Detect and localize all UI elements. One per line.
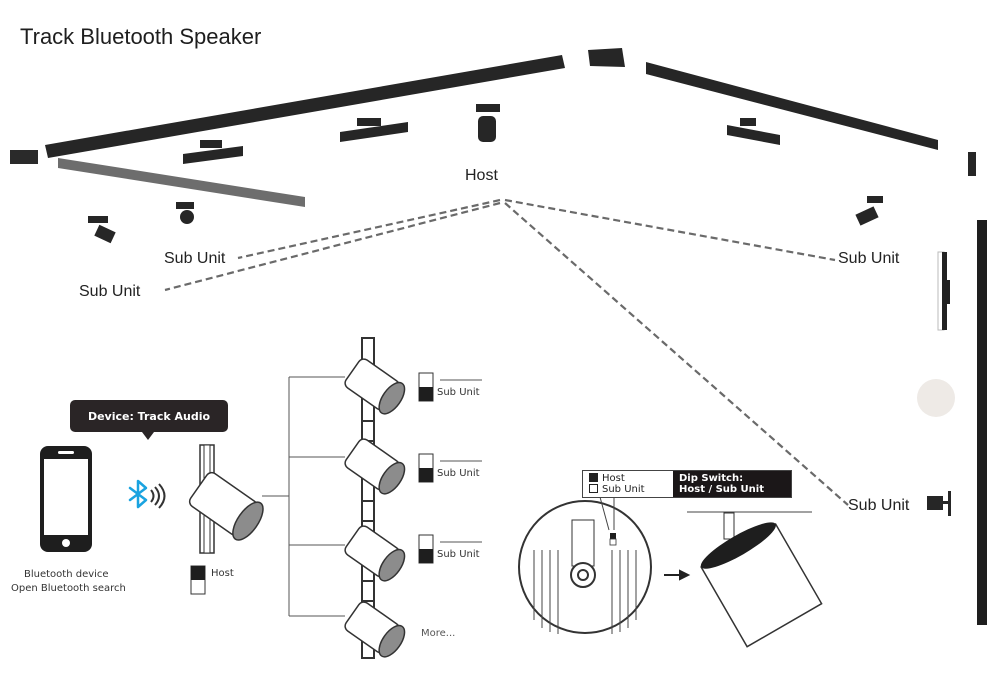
track-end-cap — [968, 152, 976, 176]
sub-unit-label: Sub Unit — [79, 283, 141, 300]
sub-unit-switch-label: Sub Unit — [437, 387, 480, 398]
track-rail-vertical — [977, 220, 987, 625]
switch-on-icon — [589, 473, 598, 482]
spotlight-mounted-icon — [687, 511, 823, 648]
phone-caption-line1: Bluetooth device — [24, 569, 109, 580]
dip-option-sub: Sub Unit — [602, 484, 645, 495]
track-rail-grey — [58, 158, 305, 207]
sub-unit-label: Sub Unit — [164, 250, 226, 267]
sub-unit-label: Sub Unit — [838, 250, 900, 267]
sub-unit-switch-label: Sub Unit — [437, 468, 480, 479]
speaker-back-panel-icon — [518, 496, 652, 634]
dip-title-line1: Dip Switch: — [679, 473, 744, 484]
phone-caption-line2: Open Bluetooth search — [11, 583, 126, 594]
switch-off-icon — [589, 484, 598, 493]
sub-unit-speaker-icon — [344, 358, 406, 415]
host-label: Host — [465, 167, 498, 184]
track-end-cap — [10, 150, 38, 164]
bluetooth-icon — [128, 479, 148, 509]
signal-waves-icon — [150, 483, 166, 509]
sub-unit-switch-icon — [418, 453, 482, 483]
host-switch-label: Host — [211, 568, 234, 579]
more-label: More... — [421, 628, 456, 639]
phone-icon — [40, 446, 92, 552]
host-speaker-icon — [188, 444, 264, 554]
sub-unit-speaker-icon — [344, 525, 406, 582]
track-corner-connector — [588, 48, 625, 67]
sub-unit-switch-icon — [418, 372, 482, 402]
device-name-tooltip: Device: Track Audio — [70, 400, 228, 432]
sub-unit-switch-label: Sub Unit — [437, 549, 480, 560]
ceiling-light-icon — [917, 379, 955, 417]
sub-unit-speaker-icon — [344, 438, 406, 495]
sub-unit-speaker-icon — [344, 601, 406, 658]
sub-unit-switch-icon — [418, 534, 482, 564]
track-rail-right — [646, 62, 938, 150]
dip-switch-legend: Host Sub Unit Dip Switch: Host / Sub Uni… — [582, 470, 792, 498]
sub-unit-label: Sub Unit — [848, 497, 910, 514]
dip-option-host: Host — [602, 473, 625, 484]
tooltip-text: Device: Track Audio — [87, 409, 211, 423]
track-rail-main — [45, 55, 565, 158]
page-title: Track Bluetooth Speaker — [20, 24, 262, 49]
dip-title-line2: Host / Sub Unit — [679, 484, 764, 495]
arrow-right-icon — [664, 569, 691, 581]
